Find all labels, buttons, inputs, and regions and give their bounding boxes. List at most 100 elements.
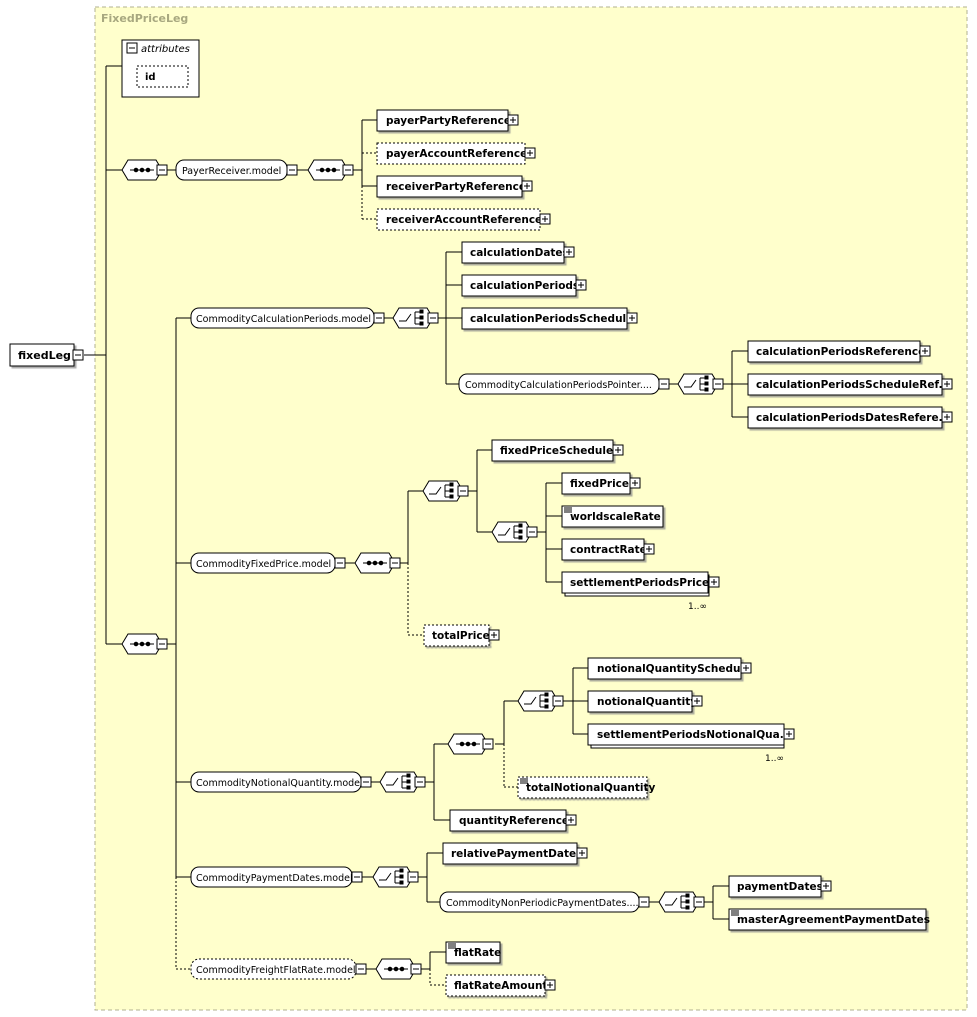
svg-text:fixedLeg: fixedLeg <box>18 349 71 362</box>
element-flatRate[interactable]: flatRate <box>445 941 501 964</box>
svg-text:totalNotionalQuantity: totalNotionalQuantity <box>526 782 656 794</box>
svg-text:CommodityFixedPrice.model: CommodityFixedPrice.model <box>196 559 331 570</box>
element-contractRate[interactable]: contractRate <box>561 538 655 561</box>
element-masterAgreementPaymentDates[interactable]: masterAgreementPaymentDates <box>728 908 930 931</box>
svg-text:notionalQuantity: notionalQuantity <box>597 696 697 708</box>
svg-text:receiverAccountReference: receiverAccountReference <box>386 214 542 226</box>
element-calculationPeriodsScheduleReference[interactable]: calculationPeriodsScheduleRef... <box>747 373 953 396</box>
text-content-icon <box>520 778 528 784</box>
element-settlementPeriodsNotionalQuantity[interactable]: settlementPeriodsNotionalQua... <box>587 723 795 749</box>
svg-text:fixedPriceSchedule: fixedPriceSchedule <box>500 445 613 457</box>
svg-text:PayerReceiver.model: PayerReceiver.model <box>182 166 281 177</box>
group-calc-periods-pointer[interactable]: CommodityCalculationPeriodsPointer.... <box>458 373 670 395</box>
element-settlementPeriodsPrice[interactable]: settlementPeriodsPrice <box>561 571 720 597</box>
element-payerPartyReference[interactable]: payerPartyReference <box>376 109 519 132</box>
svg-text:fixedPrice: fixedPrice <box>570 478 629 490</box>
element-calculationPeriodsDatesReference[interactable]: calculationPeriodsDatesRefere... <box>747 406 953 429</box>
element-totalNotionalQuantity[interactable]: totalNotionalQuantity <box>517 776 656 799</box>
cardinality-settlementPeriodsPrice: 1..∞ <box>688 602 707 612</box>
element-receiverAccountReference[interactable]: receiverAccountReference <box>376 208 551 231</box>
element-relativePaymentDates[interactable]: relativePaymentDates <box>442 842 588 865</box>
element-quantityReference[interactable]: quantityReference <box>449 809 577 832</box>
svg-text:contractRate: contractRate <box>570 544 647 556</box>
compositor-symbols <box>121 159 724 980</box>
element-payerAccountReference[interactable]: payerAccountReference <box>376 142 536 165</box>
cardinality-settlementPeriodsNotionalQuantity: 1..∞ <box>765 754 784 764</box>
element-calculationPeriodsSchedule[interactable]: calculationPeriodsSchedule <box>461 307 638 330</box>
group-calc-periods-model[interactable]: CommodityCalculationPeriods.model <box>190 307 385 329</box>
element-notionalQuantity[interactable]: notionalQuantity <box>587 690 703 713</box>
element-notionalQuantitySchedule[interactable]: notionalQuantitySchedule <box>587 657 752 680</box>
svg-text:notionalQuantitySchedule: notionalQuantitySchedule <box>597 663 751 675</box>
element-totalPrice[interactable]: totalPrice <box>423 624 500 647</box>
attribute-id-label: id <box>145 72 156 83</box>
element-fixedPriceSchedule[interactable]: fixedPriceSchedule <box>491 439 624 462</box>
svg-text:calculationPeriodsDatesRefere.: calculationPeriodsDatesRefere... <box>756 412 951 424</box>
svg-text:calculationPeriodsSchedule: calculationPeriodsSchedule <box>470 313 633 325</box>
choice-icon <box>422 480 469 502</box>
choice-icon <box>491 521 538 543</box>
group-freight-flat-rate-model[interactable]: CommodityFreightFlatRate.model <box>190 958 367 980</box>
choice-icon <box>658 891 705 913</box>
element-calculationDates[interactable]: calculationDates <box>461 241 575 264</box>
svg-text:CommodityFreightFlatRate.model: CommodityFreightFlatRate.model <box>196 965 356 976</box>
text-content-icon <box>564 507 572 513</box>
sequence-icon <box>375 958 422 980</box>
element-calculationPeriodsReference[interactable]: calculationPeriodsReference <box>747 340 931 363</box>
svg-text:settlementPeriodsNotionalQua..: settlementPeriodsNotionalQua... <box>597 729 792 741</box>
svg-text:CommodityPaymentDates.model: CommodityPaymentDates.model <box>196 873 353 884</box>
svg-text:CommodityCalculationPeriods.mo: CommodityCalculationPeriods.model <box>196 314 371 325</box>
sequence-icon <box>307 159 354 181</box>
element-flatRateAmount[interactable]: flatRateAmount <box>445 974 556 997</box>
svg-text:calculationPeriodsReference: calculationPeriodsReference <box>756 346 925 358</box>
element-receiverPartyReference[interactable]: receiverPartyReference <box>376 175 533 198</box>
svg-text:totalPrice: totalPrice <box>432 630 490 642</box>
connector-lines <box>84 65 748 986</box>
svg-text:flatRate: flatRate <box>454 947 501 959</box>
sequence-icon <box>121 633 168 655</box>
attributes-panel: attributes id <box>121 39 200 98</box>
element-paymentDates[interactable]: paymentDates <box>728 875 832 898</box>
attribute-id[interactable] <box>136 65 189 88</box>
group-notional-quantity-model[interactable]: CommodityNotionalQuantity.model <box>190 771 372 793</box>
svg-text:calculationDates: calculationDates <box>470 247 569 259</box>
text-content-icon <box>448 943 456 949</box>
svg-text:quantityReference: quantityReference <box>459 815 569 827</box>
text-content-icon <box>731 910 739 916</box>
sequence-icon <box>354 552 401 574</box>
model-groups: PayerReceiver.model CommodityCalculation… <box>175 159 670 980</box>
svg-text:flatRateAmount: flatRateAmount <box>454 980 547 992</box>
svg-text:worldscaleRate: worldscaleRate <box>570 511 661 523</box>
container-title: FixedPriceLeg <box>101 12 188 25</box>
group-payer-receiver-model[interactable]: PayerReceiver.model <box>175 159 298 181</box>
choice-icon <box>677 373 724 395</box>
svg-text:settlementPeriodsPrice: settlementPeriodsPrice <box>570 577 709 589</box>
group-fixed-price-model[interactable]: CommodityFixedPrice.model <box>190 552 346 574</box>
svg-text:masterAgreementPaymentDates: masterAgreementPaymentDates <box>737 914 930 926</box>
attributes-label: attributes <box>141 44 190 55</box>
element-worldscaleRate[interactable]: worldscaleRate <box>561 505 664 528</box>
svg-text:paymentDates: paymentDates <box>737 881 823 893</box>
svg-text:CommodityNonPeriodicPaymentDat: CommodityNonPeriodicPaymentDates.... <box>446 898 639 909</box>
element-calculationPeriods[interactable]: calculationPeriods <box>461 274 587 297</box>
choice-icon <box>372 866 419 888</box>
svg-text:CommodityNotionalQuantity.mode: CommodityNotionalQuantity.model <box>196 778 363 789</box>
svg-text:calculationPeriodsScheduleRef.: calculationPeriodsScheduleRef... <box>756 379 950 391</box>
svg-text:relativePaymentDates: relativePaymentDates <box>451 848 582 860</box>
svg-text:receiverPartyReference: receiverPartyReference <box>386 181 526 193</box>
element-boxes: payerPartyReference payerAccountReferenc… <box>376 109 953 997</box>
choice-icon <box>517 690 564 712</box>
sequence-icon <box>121 159 168 181</box>
element-fixedPrice[interactable]: fixedPrice <box>561 472 641 495</box>
group-non-periodic-payment-dates[interactable]: CommodityNonPeriodicPaymentDates.... <box>439 891 650 913</box>
svg-text:calculationPeriods: calculationPeriods <box>470 280 579 292</box>
group-payment-dates-model[interactable]: CommodityPaymentDates.model <box>190 866 363 888</box>
svg-text:payerPartyReference: payerPartyReference <box>386 115 511 127</box>
svg-text:payerAccountReference: payerAccountReference <box>386 148 527 160</box>
svg-text:CommodityCalculationPeriodsPoi: CommodityCalculationPeriodsPointer.... <box>465 380 652 391</box>
choice-icon <box>379 771 426 793</box>
element-fixedLeg[interactable]: fixedLeg <box>9 343 84 367</box>
sequence-icon <box>447 733 494 755</box>
choice-icon <box>392 307 439 329</box>
